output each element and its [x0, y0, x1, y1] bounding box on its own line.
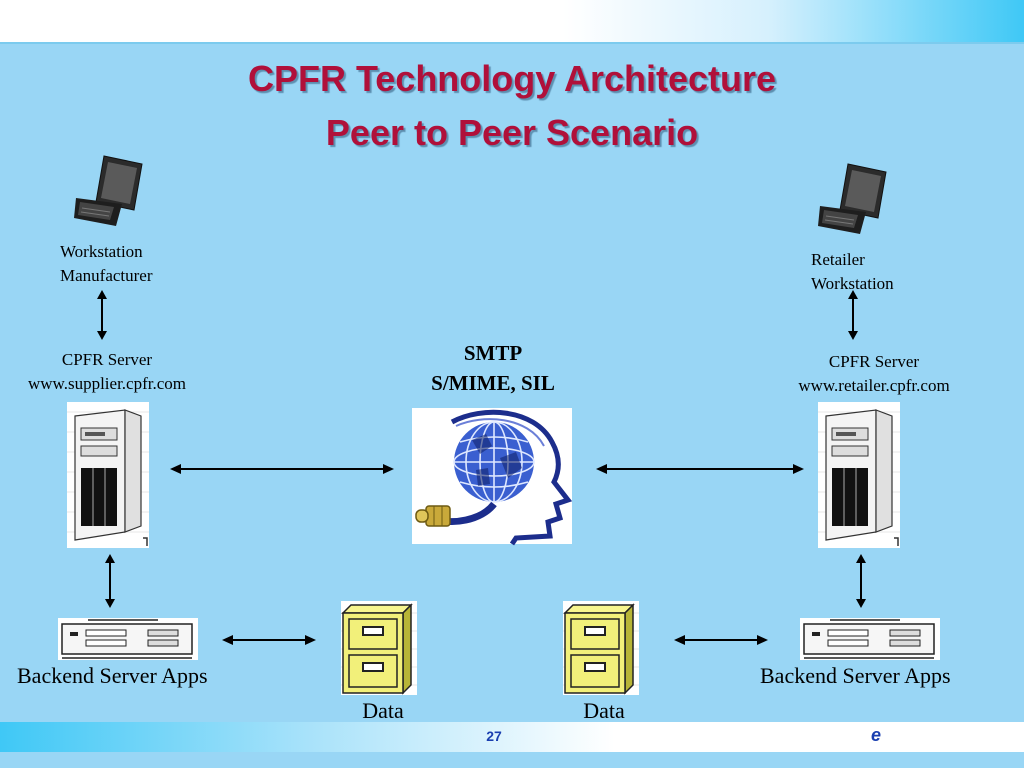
double-arrow-icon [674, 635, 768, 645]
slide-title: CPFR Technology Architecture [247, 58, 777, 99]
double-arrow-icon [856, 554, 866, 608]
laptop-icon [74, 155, 143, 226]
data-right-label: Data [583, 698, 625, 723]
footer-logo: e [870, 725, 881, 745]
backend-right-label: Backend Server Apps [760, 663, 951, 688]
double-arrow-icon [97, 290, 107, 340]
retailer-workstation-label: Retailer Workstation [811, 248, 894, 296]
tower-server-icon [67, 402, 149, 548]
double-arrow-icon [848, 290, 858, 340]
data-left-label: Data [362, 698, 404, 723]
label-line: Workstation [60, 242, 143, 261]
top-banner-divider [0, 42, 1024, 44]
file-cabinet-icon [341, 601, 417, 695]
desktop-server-icon [800, 618, 940, 660]
label-line: Manufacturer [60, 266, 153, 285]
top-banner [0, 0, 1024, 42]
desktop-server-icon [58, 618, 198, 660]
label-line: www.retailer.cpfr.com [798, 376, 950, 395]
footer-bar [0, 722, 1024, 752]
label-line: S/MIME, SIL [431, 371, 555, 395]
label-line: Retailer [811, 250, 865, 269]
page-number: 27 [486, 728, 502, 744]
label-line: SMTP [463, 341, 523, 365]
label-line: www.supplier.cpfr.com [27, 374, 186, 393]
double-arrow-icon [170, 464, 394, 474]
supplier-server-label: CPFR Server www.supplier.cpfr.com [2, 348, 212, 396]
backend-left-label: Backend Server Apps [17, 663, 208, 688]
footer-strip [0, 752, 1024, 768]
label-line: Workstation [811, 274, 894, 293]
slide-subtitle: Peer to Peer Scenario [325, 112, 699, 153]
globe-head-icon [412, 408, 573, 546]
laptop-icon [818, 163, 887, 234]
label-line: CPFR Server [61, 350, 153, 369]
manufacturer-workstation-label: Workstation Manufacturer [60, 240, 153, 288]
double-arrow-icon [105, 554, 115, 608]
file-cabinet-icon [563, 601, 639, 695]
double-arrow-icon [222, 635, 316, 645]
tower-server-icon [818, 402, 900, 548]
network-protocol-label: SMTP S/MIME, SIL [400, 338, 586, 398]
label-line: CPFR Server [828, 352, 920, 371]
double-arrow-icon [596, 464, 804, 474]
retailer-server-label: CPFR Server www.retailer.cpfr.com [770, 350, 978, 398]
